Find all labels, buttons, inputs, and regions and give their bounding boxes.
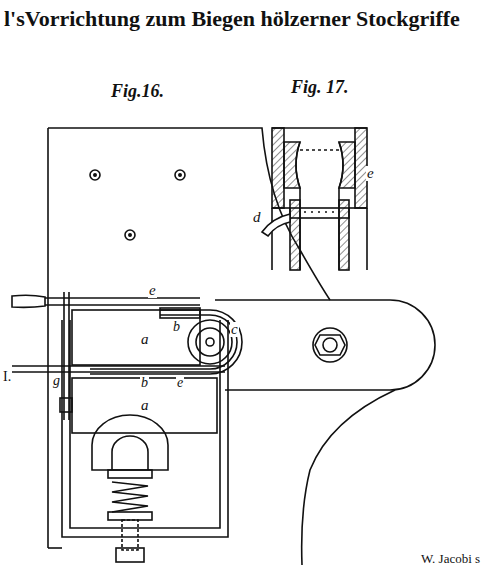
part-letter: b [140, 376, 149, 390]
engraver-signature: W. Jacobi s [420, 552, 481, 565]
fig-caption: Fig.16. [110, 82, 165, 100]
part-letter: a [140, 398, 150, 413]
part-letter: b [172, 320, 181, 334]
part-letter: c [230, 322, 239, 337]
part-letter: a [140, 332, 150, 347]
part-letter: e [366, 166, 375, 181]
part-letter: e [176, 376, 184, 390]
part-letter: d [252, 210, 262, 225]
section-mark: I. [2, 370, 12, 384]
part-letter: e [148, 283, 157, 298]
figure-title: l'sVorrichtung zum Biegen hölzerner Stoc… [4, 8, 460, 30]
fig-caption: Fig. 17. [290, 78, 350, 96]
part-letter: g [52, 374, 61, 388]
